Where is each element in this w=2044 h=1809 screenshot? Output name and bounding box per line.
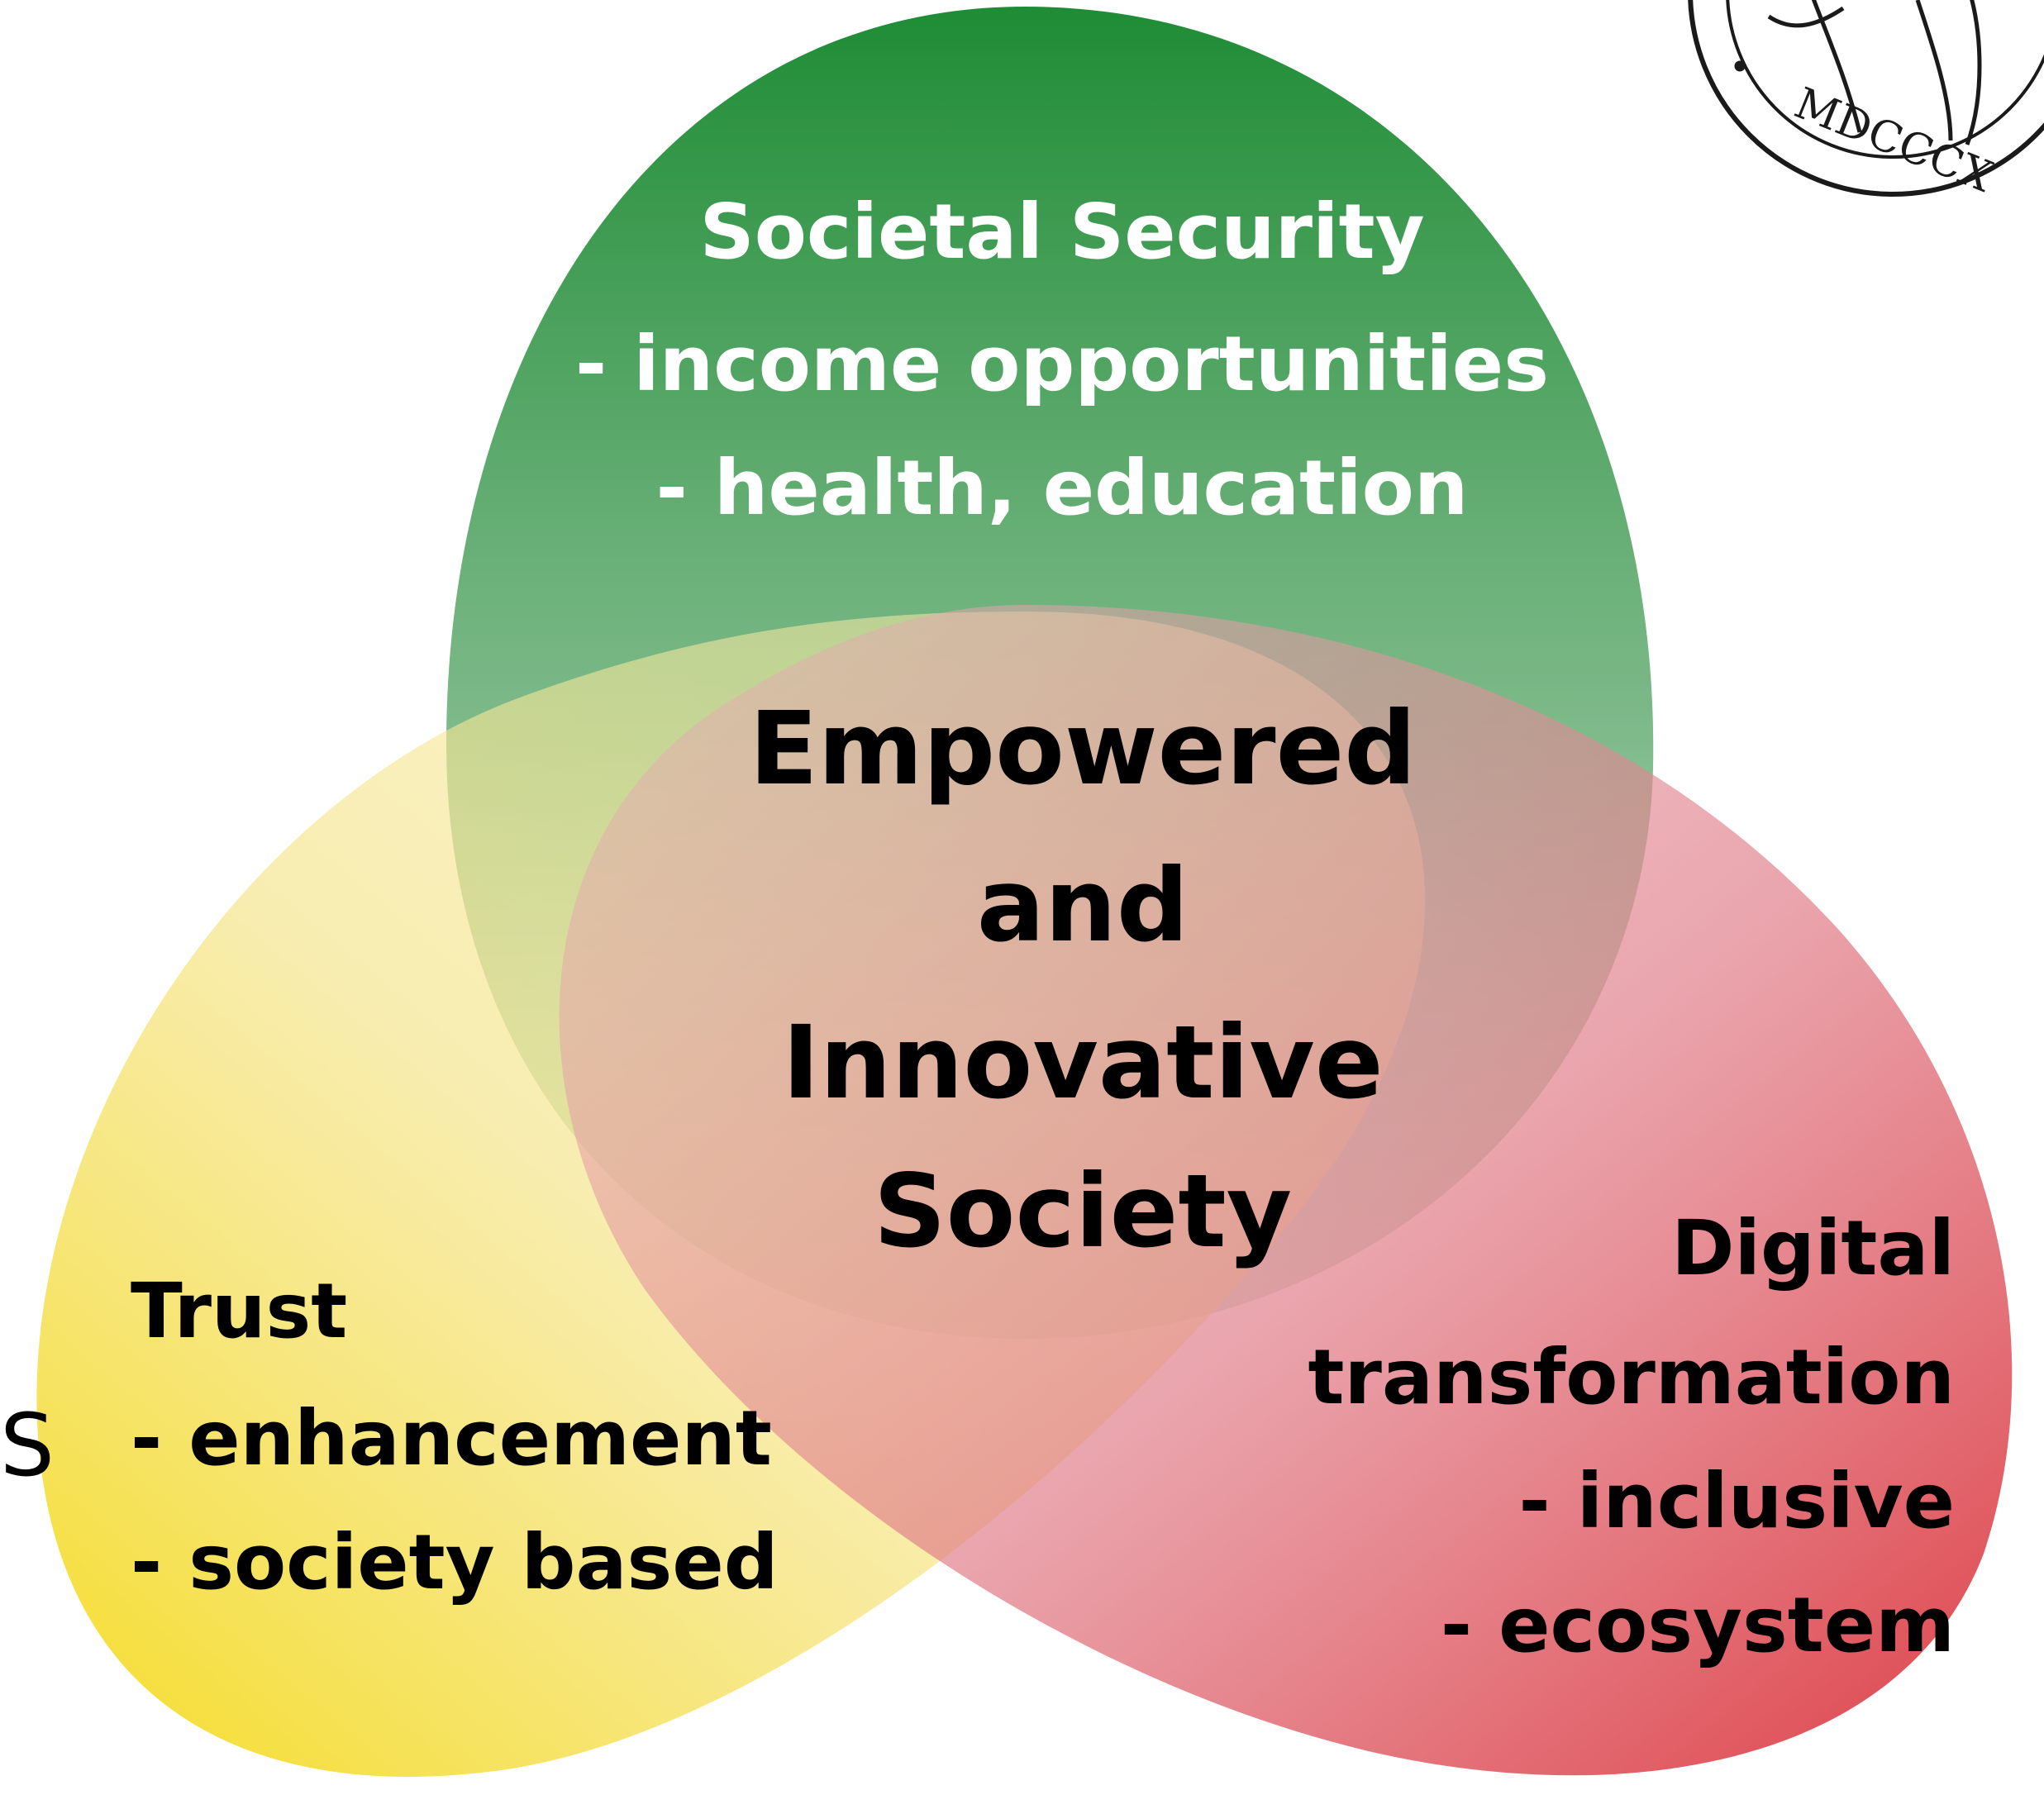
trust-label: Trust - enhancement - society based: [131, 1267, 779, 1607]
circle-digital-transformation: [559, 605, 2013, 1776]
center-line-3: Innovative: [782, 1004, 1383, 1121]
trust-title: Trust: [131, 1267, 347, 1355]
center-label: Empowered and Innovative Society: [749, 690, 1416, 1270]
digital-title-line-1: Digital: [1671, 1204, 1955, 1292]
edge-letter: S: [0, 1395, 55, 1496]
university-seal-icon: MDCCCX: [1688, 0, 2044, 202]
digital-line-2: - ecosystem: [1441, 1581, 1955, 1669]
digital-title-line-2: transformation: [1308, 1333, 1955, 1421]
center-line-1: Empowered: [749, 690, 1416, 807]
societal-security-line-2: - health, education: [656, 444, 1469, 532]
societal-security-label: Societal Security - income opportunities…: [575, 188, 1549, 532]
societal-security-title: Societal Security: [699, 188, 1424, 276]
center-line-2: and: [977, 847, 1189, 964]
digital-transformation-label: Digital transformation - inclusive - eco…: [1308, 1204, 1955, 1669]
societal-security-line-1: - income opportunities: [575, 320, 1549, 408]
center-line-4: Society: [874, 1153, 1292, 1270]
trust-line-1: - enhancement: [131, 1394, 772, 1483]
trust-line-2: - society based: [131, 1518, 779, 1607]
digital-line-1: - inclusive: [1519, 1457, 1955, 1545]
